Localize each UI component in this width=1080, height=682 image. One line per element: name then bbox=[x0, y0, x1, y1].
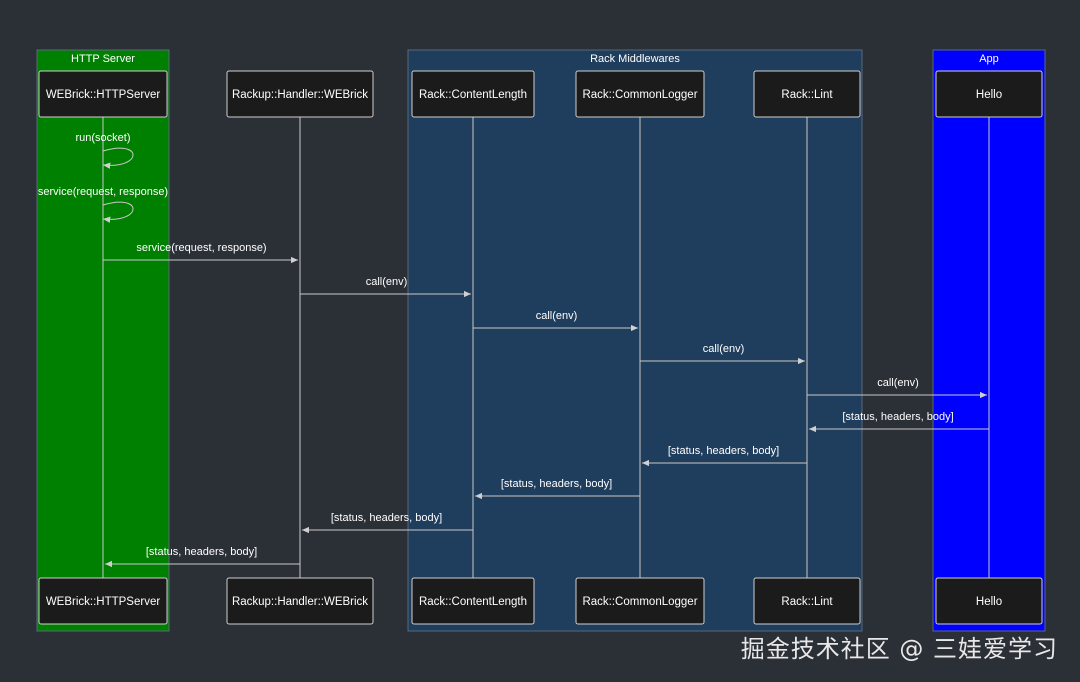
participant-hello-top: Hello bbox=[935, 70, 1043, 118]
participant-label: Rackup::Handler::WEBrick bbox=[232, 89, 368, 101]
message-1: run(socket) bbox=[75, 132, 134, 169]
participant-box bbox=[753, 577, 861, 625]
participant-box bbox=[575, 577, 705, 625]
message-label: [status, headers, body] bbox=[842, 411, 953, 423]
participant-box bbox=[38, 70, 168, 118]
participant-rack-commonlogger-bottom: Rack::CommonLogger bbox=[575, 577, 705, 625]
message-5: call(env) bbox=[473, 310, 638, 332]
participant-rack-contentlength-top: Rack::ContentLength bbox=[411, 70, 535, 118]
participant-label: Hello bbox=[976, 596, 1002, 608]
message-10: [status, headers, body] bbox=[475, 478, 640, 500]
participant-box bbox=[226, 577, 374, 625]
message-9: [status, headers, body] bbox=[642, 445, 807, 467]
watermark: 掘金技术社区 @ 三娃爱学习 bbox=[740, 635, 1058, 663]
group-label: Rack Middlewares bbox=[590, 53, 680, 65]
message-label: call(env) bbox=[536, 310, 578, 322]
participant-box bbox=[38, 577, 168, 625]
participant-rack-commonlogger-top: Rack::CommonLogger bbox=[575, 70, 705, 118]
participant-rack-contentlength-bottom: Rack::ContentLength bbox=[411, 577, 535, 625]
message-12: [status, headers, body] bbox=[105, 546, 300, 568]
group-label: HTTP Server bbox=[71, 53, 135, 65]
participant-label: Hello bbox=[976, 89, 1002, 101]
message-label: service(request, response) bbox=[38, 186, 168, 198]
message-label: service(request, response) bbox=[136, 242, 266, 254]
message-2: service(request, response) bbox=[38, 186, 168, 223]
participant-box bbox=[935, 577, 1043, 625]
participant-label: Rack::ContentLength bbox=[419, 89, 527, 101]
participant-label: Rack::Lint bbox=[781, 596, 833, 608]
participant-box bbox=[575, 70, 705, 118]
message-label: run(socket) bbox=[75, 132, 130, 144]
participant-label: WEBrick::HTTPServer bbox=[46, 89, 161, 101]
message-label: [status, headers, body] bbox=[146, 546, 257, 558]
message-4: call(env) bbox=[300, 276, 471, 298]
participant-rack-lint-top: Rack::Lint bbox=[753, 70, 861, 118]
message-label: call(env) bbox=[703, 343, 745, 355]
participant-box bbox=[753, 70, 861, 118]
message-label: [status, headers, body] bbox=[331, 512, 442, 524]
self-message-arrow bbox=[102, 147, 134, 169]
participant-webrick-httpserver-top: WEBrick::HTTPServer bbox=[38, 70, 168, 118]
message-label: [status, headers, body] bbox=[668, 445, 779, 457]
participant-box bbox=[226, 70, 374, 118]
message-8: [status, headers, body] bbox=[809, 411, 989, 433]
message-6: call(env) bbox=[640, 343, 805, 365]
participant-rack-lint-bottom: Rack::Lint bbox=[753, 577, 861, 625]
participant-webrick-httpserver-bottom: WEBrick::HTTPServer bbox=[38, 577, 168, 625]
group-label: App bbox=[979, 53, 999, 65]
self-message-arrow bbox=[102, 201, 134, 223]
message-label: call(env) bbox=[366, 276, 408, 288]
message-label: [status, headers, body] bbox=[501, 478, 612, 490]
participant-rackup-handler-webrick-top: Rackup::Handler::WEBrick bbox=[226, 70, 374, 118]
participant-box bbox=[411, 577, 535, 625]
message-7: call(env) bbox=[807, 377, 987, 399]
participant-label: Rackup::Handler::WEBrick bbox=[232, 596, 368, 608]
participant-label: Rack::ContentLength bbox=[419, 596, 527, 608]
message-3: service(request, response) bbox=[103, 242, 298, 264]
participant-label: Rack::CommonLogger bbox=[582, 89, 697, 101]
participant-rackup-handler-webrick-bottom: Rackup::Handler::WEBrick bbox=[226, 577, 374, 625]
message-label: call(env) bbox=[877, 377, 919, 389]
participant-label: Rack::Lint bbox=[781, 89, 833, 101]
participant-label: WEBrick::HTTPServer bbox=[46, 596, 161, 608]
participant-box bbox=[411, 70, 535, 118]
message-11: [status, headers, body] bbox=[302, 512, 473, 534]
group-background bbox=[407, 49, 863, 632]
participant-box bbox=[935, 70, 1043, 118]
participant-hello-bottom: Hello bbox=[935, 577, 1043, 625]
participant-label: Rack::CommonLogger bbox=[582, 596, 697, 608]
group-rack-middlewares: Rack Middlewares bbox=[407, 49, 863, 632]
